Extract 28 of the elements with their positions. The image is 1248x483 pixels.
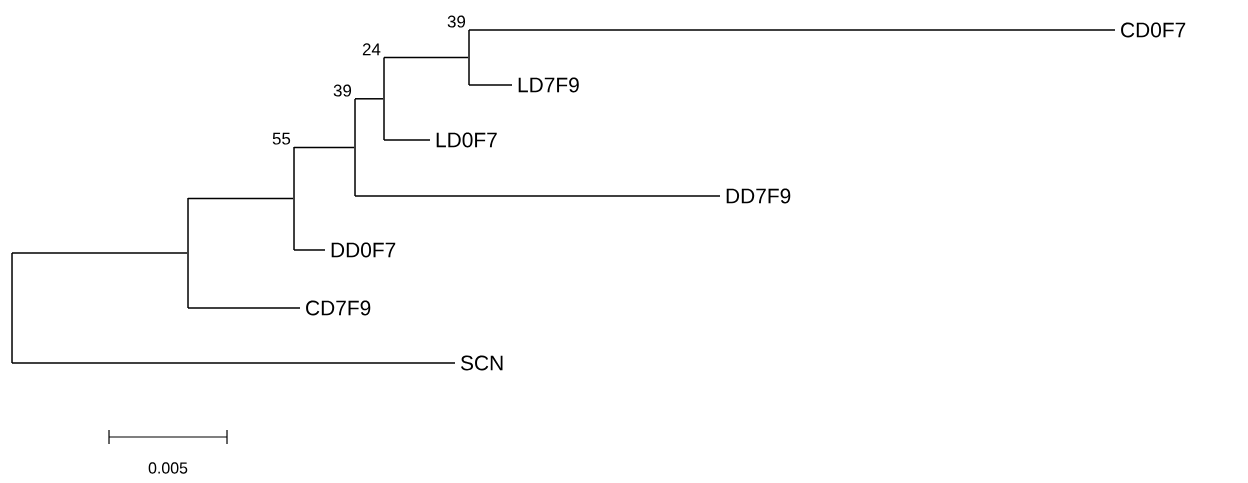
leaf-label: DD7F9 bbox=[726, 188, 791, 204]
branch-line bbox=[383, 56, 469, 59]
branch-node: 55 bbox=[272, 132, 295, 250]
branch-line bbox=[354, 98, 384, 100]
branch-line bbox=[187, 197, 294, 200]
leaf-label: CD7F9 bbox=[306, 300, 371, 316]
leaf-label: SCN bbox=[460, 355, 503, 371]
branch-node: 39 bbox=[333, 84, 356, 196]
branch-line bbox=[293, 146, 355, 149]
branch-line bbox=[187, 307, 301, 309]
branch-line bbox=[11, 252, 188, 254]
branch-line bbox=[383, 139, 431, 141]
node-label: 39 bbox=[333, 84, 352, 97]
branch-node: 24 bbox=[362, 43, 385, 141]
branch-line bbox=[468, 84, 513, 86]
scale-label: 0.005 bbox=[148, 462, 188, 474]
branch-line bbox=[468, 29, 1116, 31]
branch-node: 39 bbox=[447, 15, 470, 85]
branch-line bbox=[354, 195, 721, 197]
leaf-label: LD0F7 bbox=[436, 132, 497, 148]
node-label: 39 bbox=[447, 15, 466, 28]
leaf-label: CD0F7 bbox=[1121, 22, 1186, 38]
node-label: 24 bbox=[362, 43, 381, 56]
node-label: 55 bbox=[272, 132, 291, 145]
branch-line bbox=[11, 362, 456, 364]
leaf-label: DD0F7 bbox=[331, 242, 396, 258]
branch-line bbox=[293, 249, 326, 251]
leaf-label: LD7F9 bbox=[518, 77, 579, 93]
